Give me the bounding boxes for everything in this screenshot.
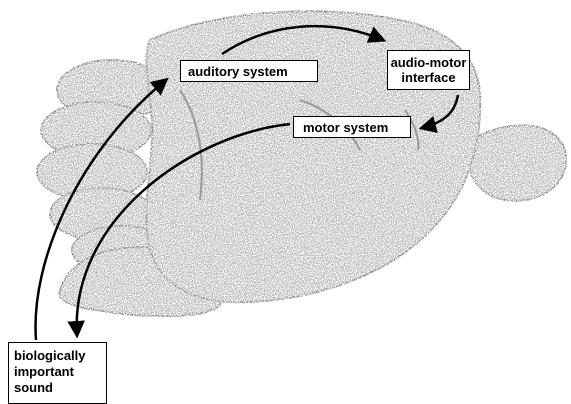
motor-system-label: motor system [293,116,411,138]
auditory-system-label: auditory system [180,60,318,82]
sound-line-1: biologically [14,348,106,364]
sound-line-2: important [14,364,106,380]
interface-line-2: interface [388,70,469,85]
audio-motor-interface-label: audio-motor interface [387,50,470,90]
brain-silhouette [37,11,566,316]
olfactory-bulb [468,125,566,200]
biologically-important-sound-label: biologically important sound [8,342,107,404]
sound-line-3: sound [14,380,106,396]
interface-line-1: audio-motor [388,55,469,70]
